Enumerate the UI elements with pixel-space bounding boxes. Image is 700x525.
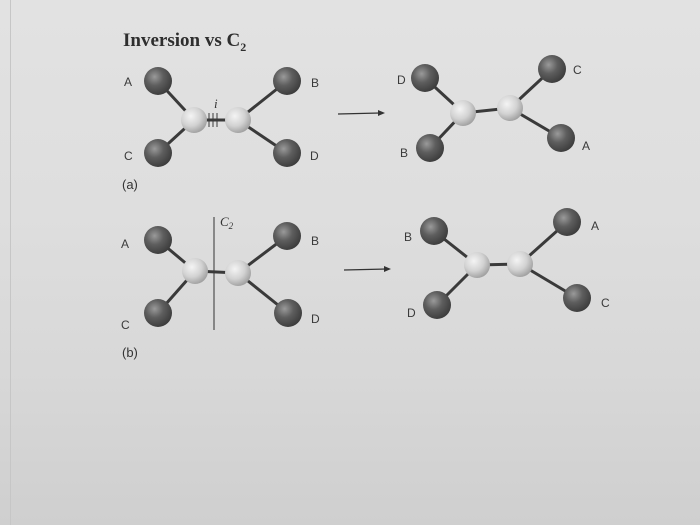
dark-atom <box>416 134 444 162</box>
atom-label: A <box>124 75 132 89</box>
dark-atom <box>547 124 575 152</box>
atom-label: C <box>573 63 582 77</box>
title-text: Inversion vs C <box>123 30 241 51</box>
atom-label: D <box>397 73 406 87</box>
light-atom <box>464 252 490 278</box>
c2-symbol: C2 <box>220 214 234 231</box>
inversion-symbol: i <box>214 96 218 111</box>
dark-atom <box>553 208 581 236</box>
panel-label-b: (b) <box>122 345 138 360</box>
light-atom <box>497 95 523 121</box>
dark-atom <box>420 217 448 245</box>
dark-atom <box>273 222 301 250</box>
figure-title: Inversion vs C2 <box>123 30 246 55</box>
atom-label: D <box>311 312 320 326</box>
panel-a-arrow <box>337 110 385 116</box>
title-subscript: 2 <box>240 39 247 54</box>
dark-atom <box>144 67 172 95</box>
panel-label-a: (a) <box>122 177 138 192</box>
atom-label: B <box>311 76 319 90</box>
light-atom <box>225 260 251 286</box>
atom-label: B <box>400 146 408 160</box>
light-atom <box>225 107 251 133</box>
light-atom <box>181 107 207 133</box>
atom-label: C <box>121 318 130 332</box>
dark-atom <box>273 139 301 167</box>
atom-label: A <box>121 237 129 251</box>
page-edge-line <box>10 0 11 525</box>
dark-atom <box>273 67 301 95</box>
c2-symbol-main: C <box>220 214 229 229</box>
dark-atom <box>144 299 172 327</box>
light-atom <box>450 100 476 126</box>
dark-atom <box>563 284 591 312</box>
dark-atom <box>144 139 172 167</box>
dark-atom <box>411 64 439 92</box>
atom-label: D <box>407 306 416 320</box>
atom-label: B <box>311 234 319 248</box>
dark-atom <box>538 55 566 83</box>
atom-label: C <box>601 296 610 310</box>
dark-atom <box>144 226 172 254</box>
panel-b-left-molecule: A B C D C2 <box>121 214 320 332</box>
atom-label: B <box>404 230 412 244</box>
atom-label: A <box>582 139 590 153</box>
dark-atom <box>274 299 302 327</box>
panel-b-arrow <box>343 266 391 272</box>
panel-b-right-molecule: B A D C <box>404 208 610 320</box>
atom-label: D <box>310 149 319 163</box>
panel-a-left-molecule: A B C D i <box>124 67 319 167</box>
dark-atom <box>423 291 451 319</box>
atom-label: C <box>124 149 133 163</box>
c2-symbol-sub: 2 <box>229 221 234 231</box>
atom-label: A <box>591 219 599 233</box>
panel-a-right-molecule: D C B A <box>397 55 590 162</box>
light-atom <box>507 251 533 277</box>
light-atom <box>182 258 208 284</box>
